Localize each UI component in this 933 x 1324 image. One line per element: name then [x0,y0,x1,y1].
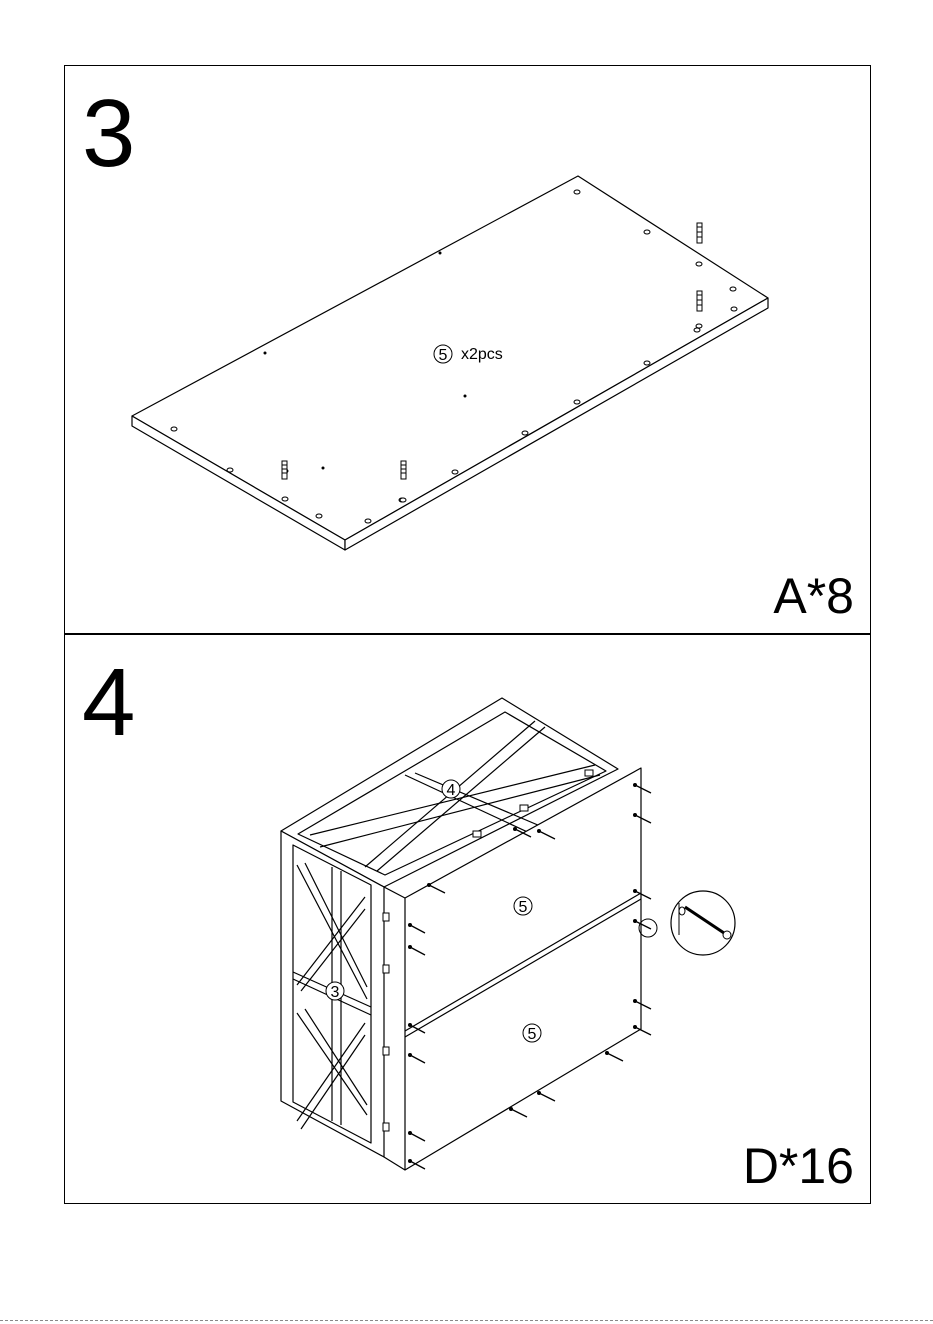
part-number: 5 [519,899,528,916]
step-4-panel: 4 [64,634,871,1204]
magnifier-detail-icon [671,891,735,955]
part-number: 5 [528,1026,537,1043]
part-number: 4 [447,782,456,799]
dowel-pin-icon [697,291,702,311]
dowel-pin-icon [697,223,702,243]
part-quantity: x2pcs [461,346,503,363]
step-3-panel: 3 [64,65,871,634]
part-number: 5 [439,347,448,364]
hardware-count: D*16 [743,1139,854,1193]
panel-5-drawing: 5 x2pcs [65,66,870,633]
dowel-pin-icon [282,461,287,479]
hardware-count: A*8 [773,569,854,623]
part-number: 3 [331,984,340,1001]
dowel-pin-icon [401,461,406,479]
cabinet-assembly-drawing: 4 5 3 5 [65,635,870,1203]
page-cut-line [0,1320,933,1321]
